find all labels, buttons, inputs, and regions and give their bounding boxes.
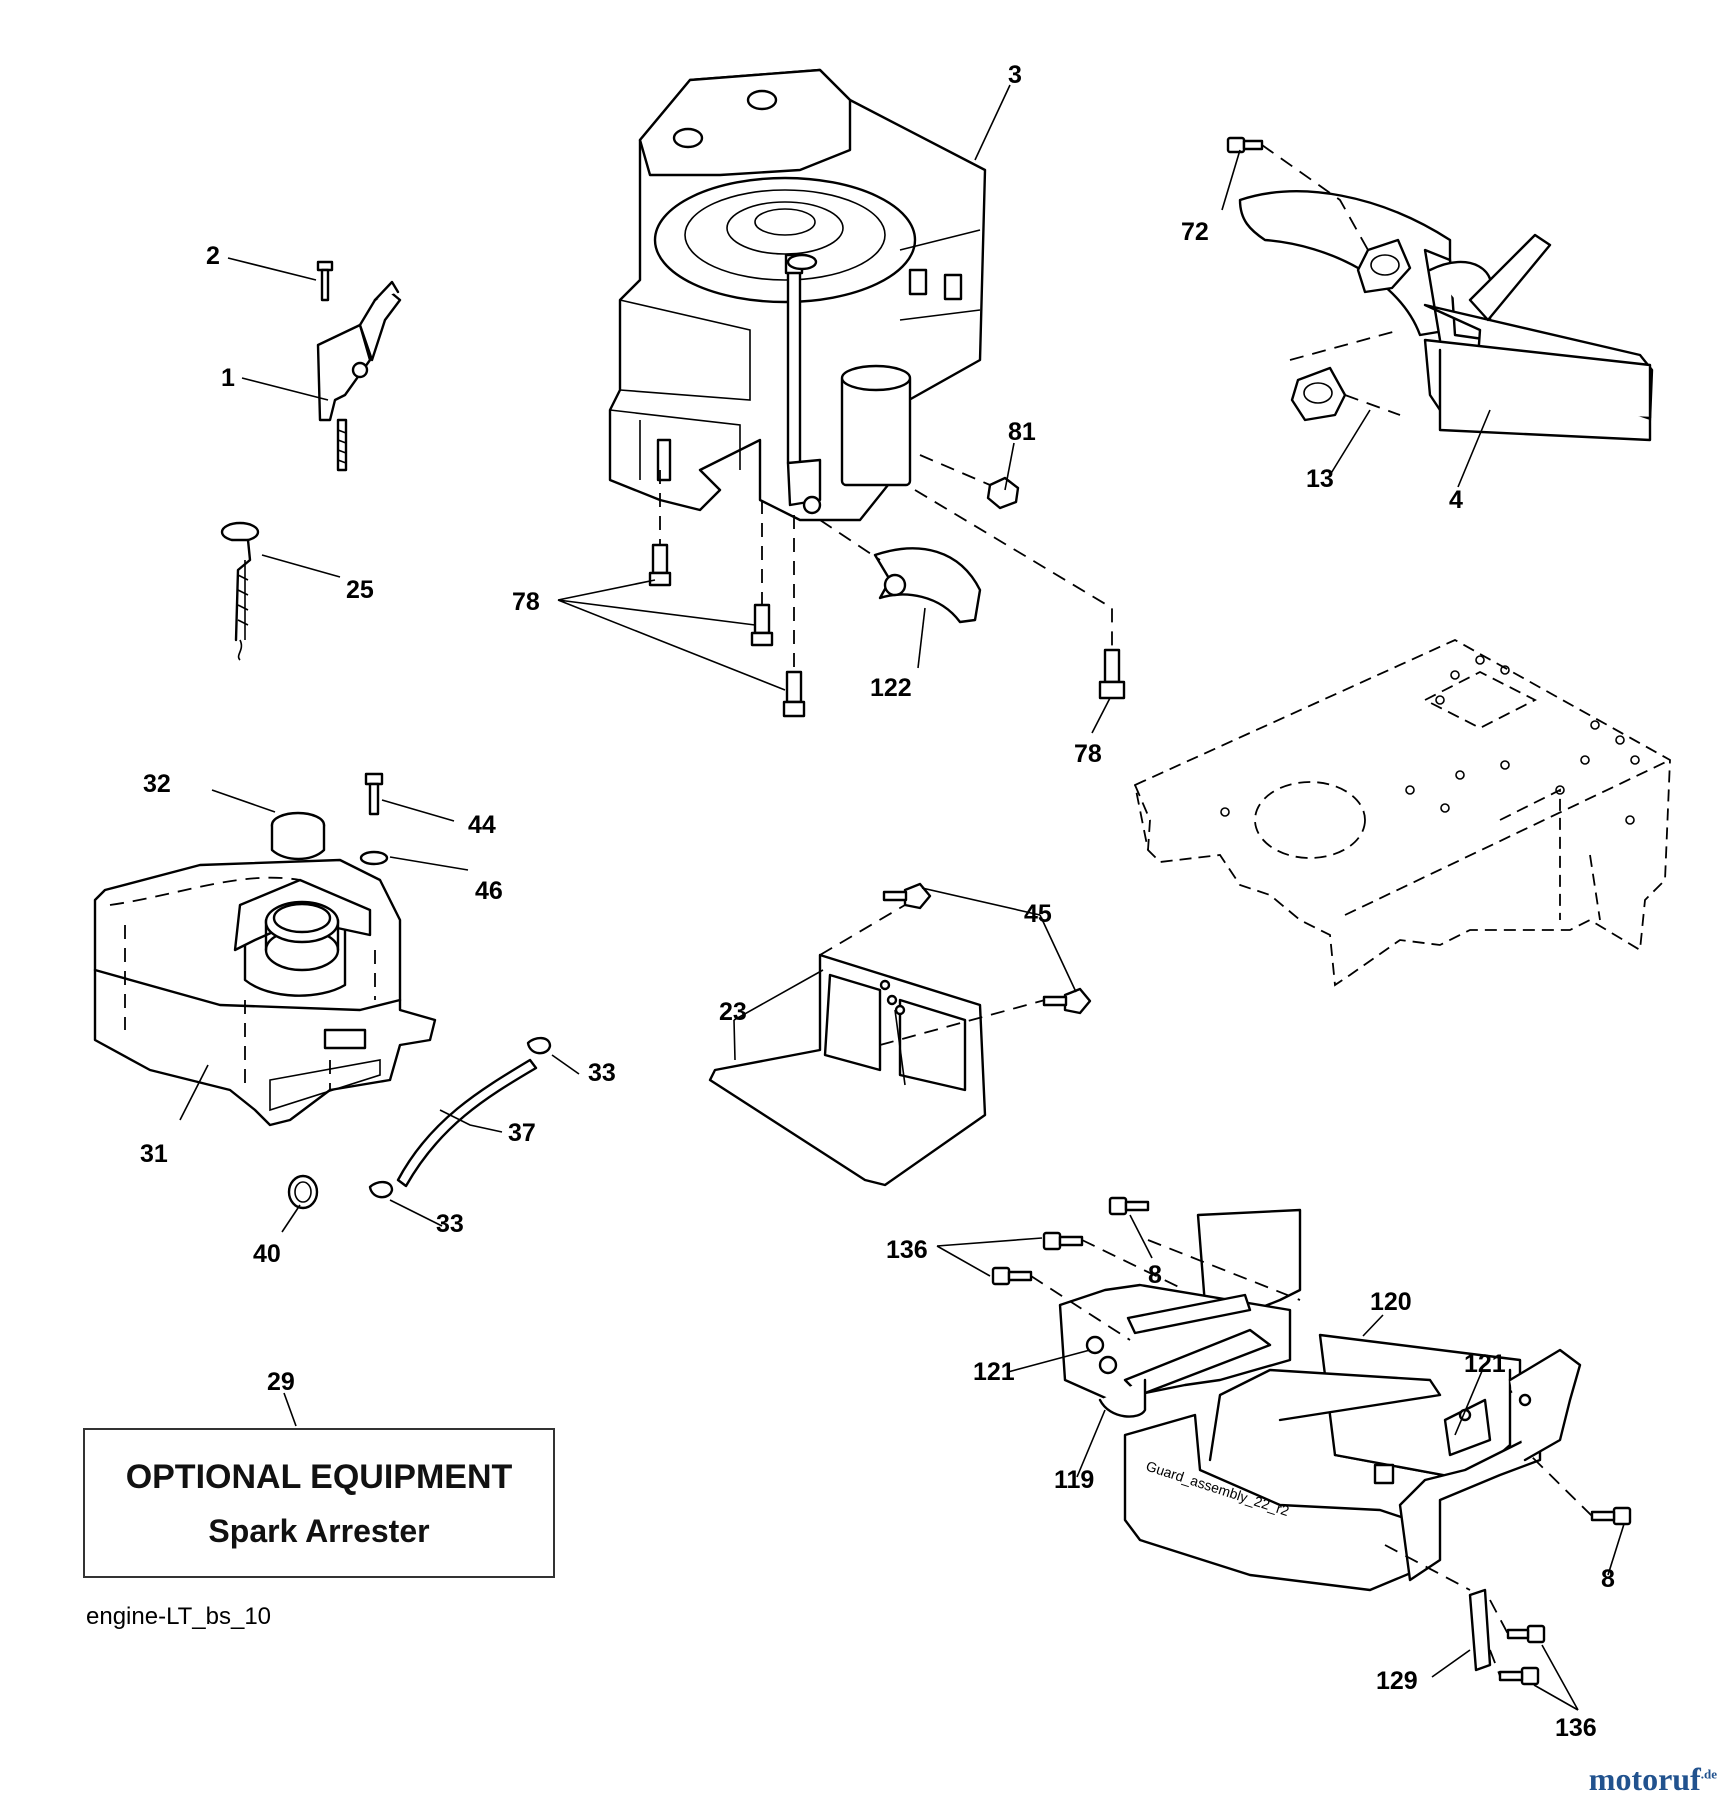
callout-labels: 3 2 1 25 72 81 13 4 78 122 78 32 44 46 3… (140, 61, 1615, 1742)
fuel-tank (93, 772, 552, 1210)
callout-33-bottom: 33 (436, 1210, 464, 1238)
callout-72: 72 (1181, 218, 1209, 246)
callout-3: 3 (1008, 61, 1022, 89)
callout-2: 2 (206, 242, 220, 270)
callout-31: 31 (140, 1140, 168, 1168)
tractor-frame (1133, 638, 1671, 987)
callout-13: 13 (1306, 465, 1334, 493)
throttle-control (316, 260, 402, 472)
engine-shield (708, 882, 1092, 1187)
callout-29: 29 (267, 1368, 295, 1396)
callout-8-right: 8 (1601, 1565, 1615, 1593)
callout-121-left: 121 (973, 1358, 1015, 1386)
choke-cable (220, 521, 260, 661)
watermark-logo: motoruf.de (1589, 1761, 1717, 1798)
assembly-lines (659, 144, 1593, 1677)
muffler (1226, 136, 1654, 442)
callout-78-right: 78 (1074, 740, 1102, 768)
callout-1: 1 (221, 364, 235, 392)
callout-46: 46 (475, 877, 503, 905)
callout-37: 37 (508, 1119, 536, 1147)
guard-assembly: Guard_assembly_22_r2 (991, 1196, 1632, 1686)
optional-equipment-item: Spark Arrester (208, 1513, 430, 1549)
watermark-suffix: .de (1700, 1766, 1717, 1782)
callout-122: 122 (870, 674, 912, 702)
callout-33-top: 33 (588, 1059, 616, 1087)
callout-23: 23 (719, 998, 747, 1026)
callout-32: 32 (143, 770, 171, 798)
callout-129: 129 (1376, 1667, 1418, 1695)
callout-45: 45 (1024, 900, 1052, 928)
callout-40: 40 (253, 1240, 281, 1268)
callout-81: 81 (1008, 418, 1036, 446)
fasteners-engine (648, 476, 1126, 718)
callout-121-right: 121 (1464, 1350, 1506, 1378)
callout-44: 44 (468, 811, 496, 839)
callout-120: 120 (1370, 1288, 1412, 1316)
engine (608, 68, 987, 522)
callout-136-bottom: 136 (1555, 1714, 1597, 1742)
watermark-text: motoruf (1588, 1761, 1701, 1797)
callout-4: 4 (1449, 486, 1463, 514)
callout-8-top: 8 (1148, 1261, 1162, 1289)
callout-78-left: 78 (512, 588, 540, 616)
callout-136-top: 136 (886, 1236, 928, 1264)
callout-25: 25 (346, 576, 374, 604)
drawing-id: engine-LT_bs_10 (86, 1603, 272, 1630)
optional-equipment-box: OPTIONAL EQUIPMENT Spark Arrester (83, 1428, 555, 1578)
optional-equipment-title: OPTIONAL EQUIPMENT (125, 1458, 513, 1496)
callout-119: 119 (1054, 1466, 1094, 1494)
leader-lines (179, 84, 1625, 1711)
